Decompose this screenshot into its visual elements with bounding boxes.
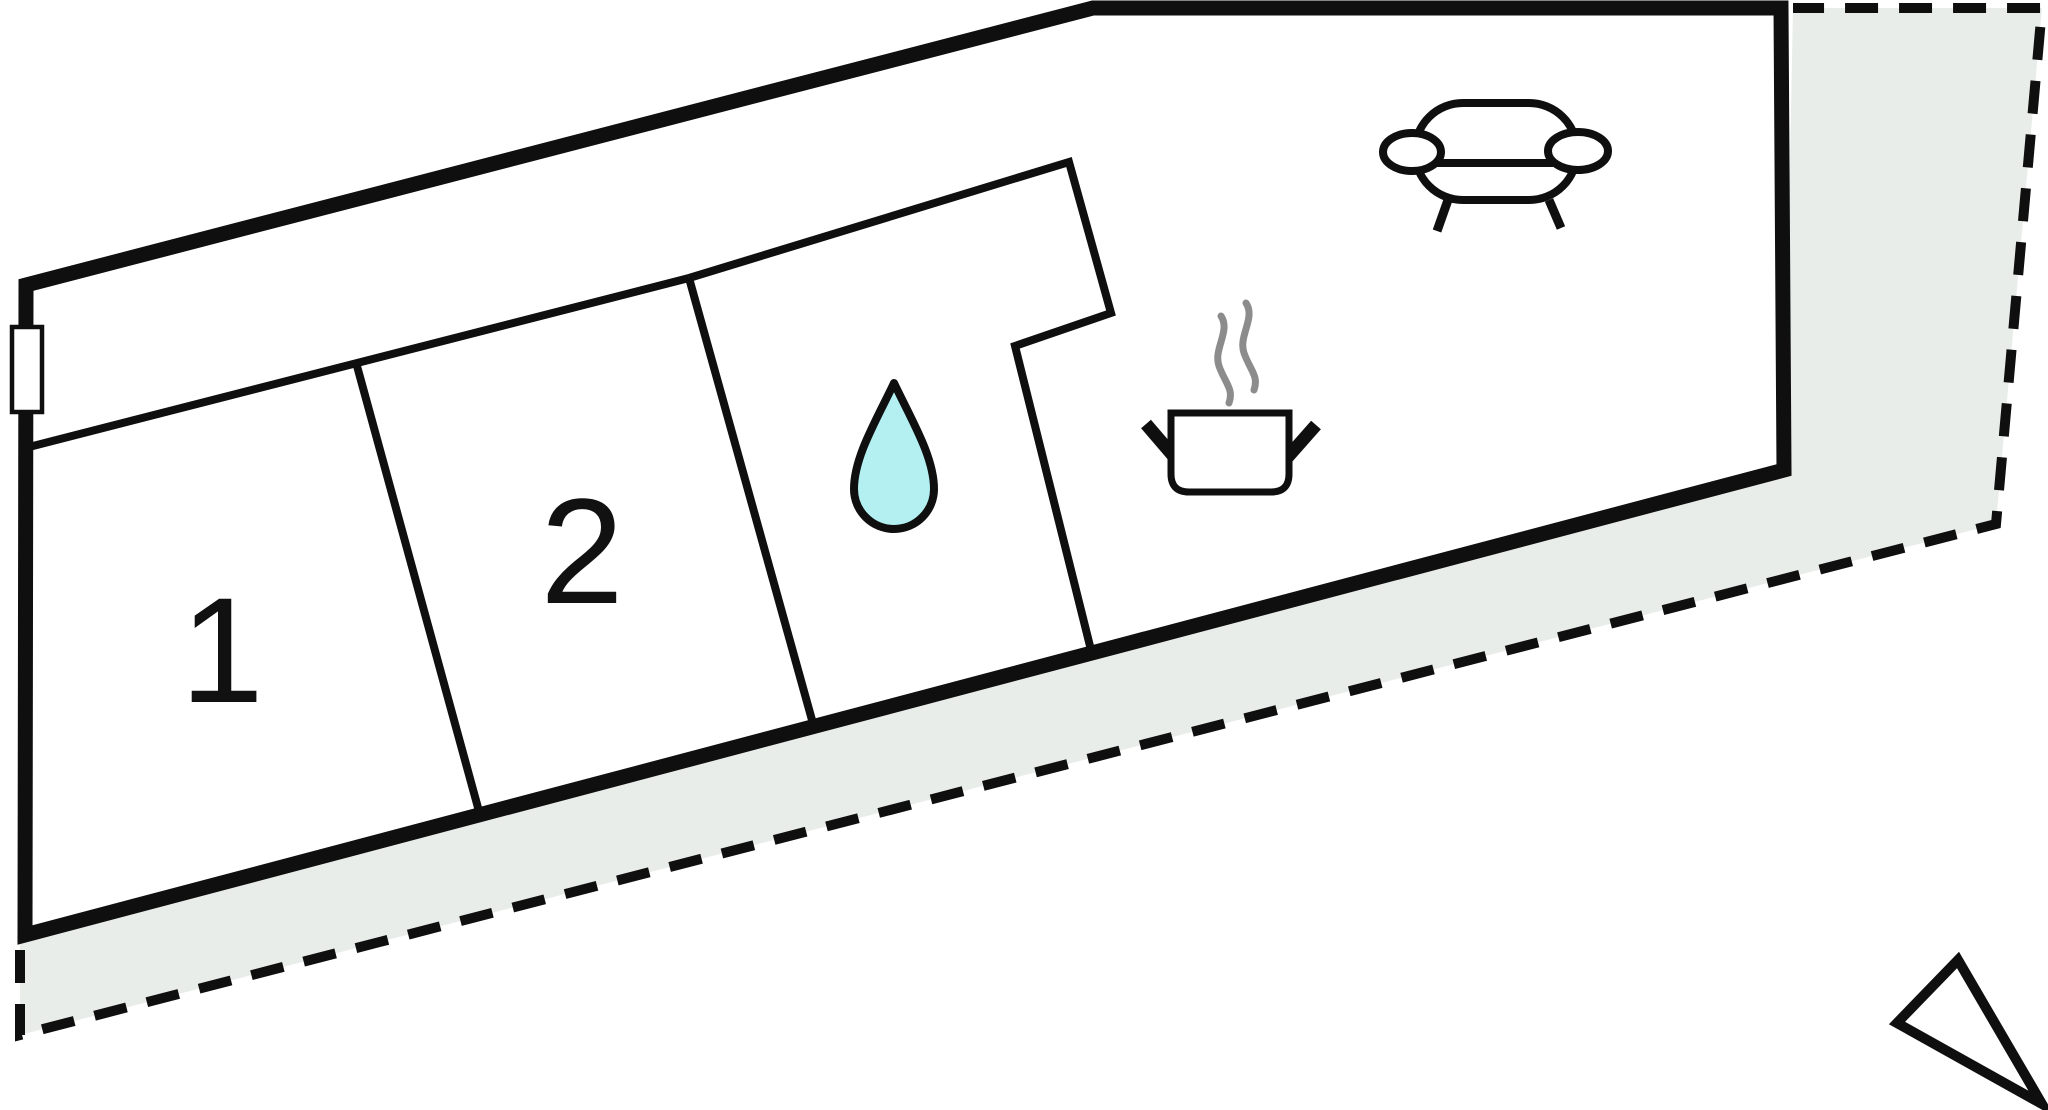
water-drop-icon (850, 379, 938, 533)
room2-label: 2 (540, 467, 623, 635)
room1-label: 1 (180, 566, 263, 734)
north-arrow-icon (1888, 951, 2048, 1110)
property-boundary-dashed-line (15, 3, 2048, 1042)
bathroom-top-and-right-wall (687, 156, 1116, 647)
sofa-icon (1379, 99, 1612, 233)
window-marker (9, 324, 45, 415)
bathroom-left-wall (685, 276, 816, 722)
cooking-pot-icon (1141, 409, 1321, 496)
steam-icon (1214, 299, 1259, 407)
plot-terrain (20, 8, 2042, 1035)
hallway-wall (28, 274, 690, 451)
room-divider-wall (353, 364, 484, 817)
